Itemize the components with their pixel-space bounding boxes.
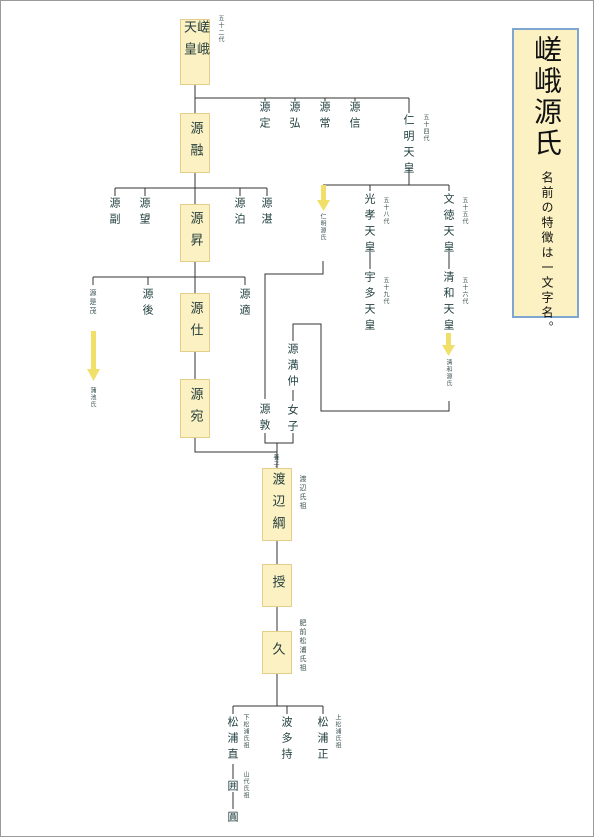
ikeda-clan-label: 蒲池氏 — [89, 387, 96, 408]
toru-son-nozomu: 源望 — [138, 197, 151, 229]
box-noboru: 源昇 — [180, 204, 210, 262]
saga-son-tokiwa: 源常 — [318, 101, 331, 133]
uda-generation: 五十九代 — [382, 277, 389, 305]
arrow-to-ninmyo-genji — [317, 185, 330, 211]
toru-son-tomaru: 源泊 — [233, 197, 246, 229]
montoku-emperor: 文徳天皇 — [442, 193, 455, 257]
toru-name: 源融 — [187, 121, 203, 165]
noboru-son-koretada: 源是茂 — [89, 289, 97, 316]
adopted-label: 養子 — [272, 454, 279, 468]
toru-son-soe: 源副 — [108, 197, 121, 229]
toru-son-kiyoshi: 源湛 — [260, 197, 273, 229]
grandson-nao: 松浦直 — [226, 716, 239, 764]
shimo-matsura-label: 下松浦氏祖 — [242, 714, 249, 749]
seiwa-emperor: 清和天皇 — [442, 271, 455, 335]
hisashi-name: 久 — [269, 641, 285, 664]
mitsuru-name: 源満仲 — [286, 343, 299, 391]
kouko-generation: 五十八代 — [382, 197, 389, 225]
ninmyo-generation: 五十四代 — [422, 114, 429, 142]
uda-emperor: 宇多天皇 — [363, 271, 376, 335]
seiwa-generation: 五十六代 — [461, 277, 468, 305]
montoku-generation: 五十五代 — [461, 197, 468, 225]
matsura-founder-label: 肥前松浦氏祖 — [299, 619, 307, 673]
kouko-emperor: 光孝天皇 — [363, 193, 376, 257]
saga-son-makoto: 源信 — [348, 101, 361, 133]
ninmyo-emperor: 仁明天皇 — [402, 114, 415, 178]
box-tsuna: 渡辺綱 — [262, 468, 292, 541]
box-hisashi: 久 — [262, 631, 292, 674]
tsuna-name: 渡辺綱 — [269, 471, 285, 538]
saga-emperor-name: 嵯峨天皇 — [181, 20, 209, 64]
yamashiro-founder-label: 山代氏祖 — [242, 771, 249, 799]
seiwa-genji-label: 清和源氏 — [445, 359, 452, 387]
grandson-tadashi: 松浦正 — [316, 716, 329, 764]
ninmyo-genji-label: 仁明源氏 — [319, 213, 326, 241]
grandson-motsu: 波多持 — [280, 716, 293, 764]
noboru-son-nochi: 源後 — [141, 288, 154, 320]
atsushi-name: 源敦 — [258, 403, 271, 435]
box-tsukau: 源仕 — [180, 293, 210, 352]
title-panel — [512, 28, 579, 318]
saga-generation: 五十二代 — [217, 15, 224, 43]
sazuku-name: 授 — [269, 574, 285, 597]
title-main: 嵯峨源氏 — [530, 35, 563, 159]
box-saga-emperor: 嵯峨天皇 — [180, 19, 210, 85]
title-subtitle: 名前の特徴は一文字名。 — [540, 171, 554, 336]
box-atsumu: 源宛 — [180, 379, 210, 438]
tsukau-name: 源仕 — [187, 300, 203, 345]
great-grandson-kakomu: 囲 — [226, 780, 239, 796]
kami-matsura-label: 上松浦氏祖 — [334, 714, 341, 749]
saga-son-hiromu: 源弘 — [288, 101, 301, 133]
atsumu-name: 源宛 — [187, 386, 203, 431]
arrow-to-ikeda — [87, 331, 100, 381]
descendant-madoka: 圓 — [226, 811, 239, 827]
saga-son-sada: 源定 — [258, 101, 271, 133]
noboru-son-meguru: 源適 — [238, 288, 251, 320]
box-toru: 源融 — [180, 113, 210, 173]
box-sazuku: 授 — [262, 564, 292, 607]
watanabe-founder-label: 渡辺氏祖 — [299, 475, 307, 511]
arrow-to-seiwa-genji — [442, 333, 455, 356]
mitsuru-daughter: 女子 — [286, 404, 299, 436]
noboru-name: 源昇 — [187, 211, 203, 255]
